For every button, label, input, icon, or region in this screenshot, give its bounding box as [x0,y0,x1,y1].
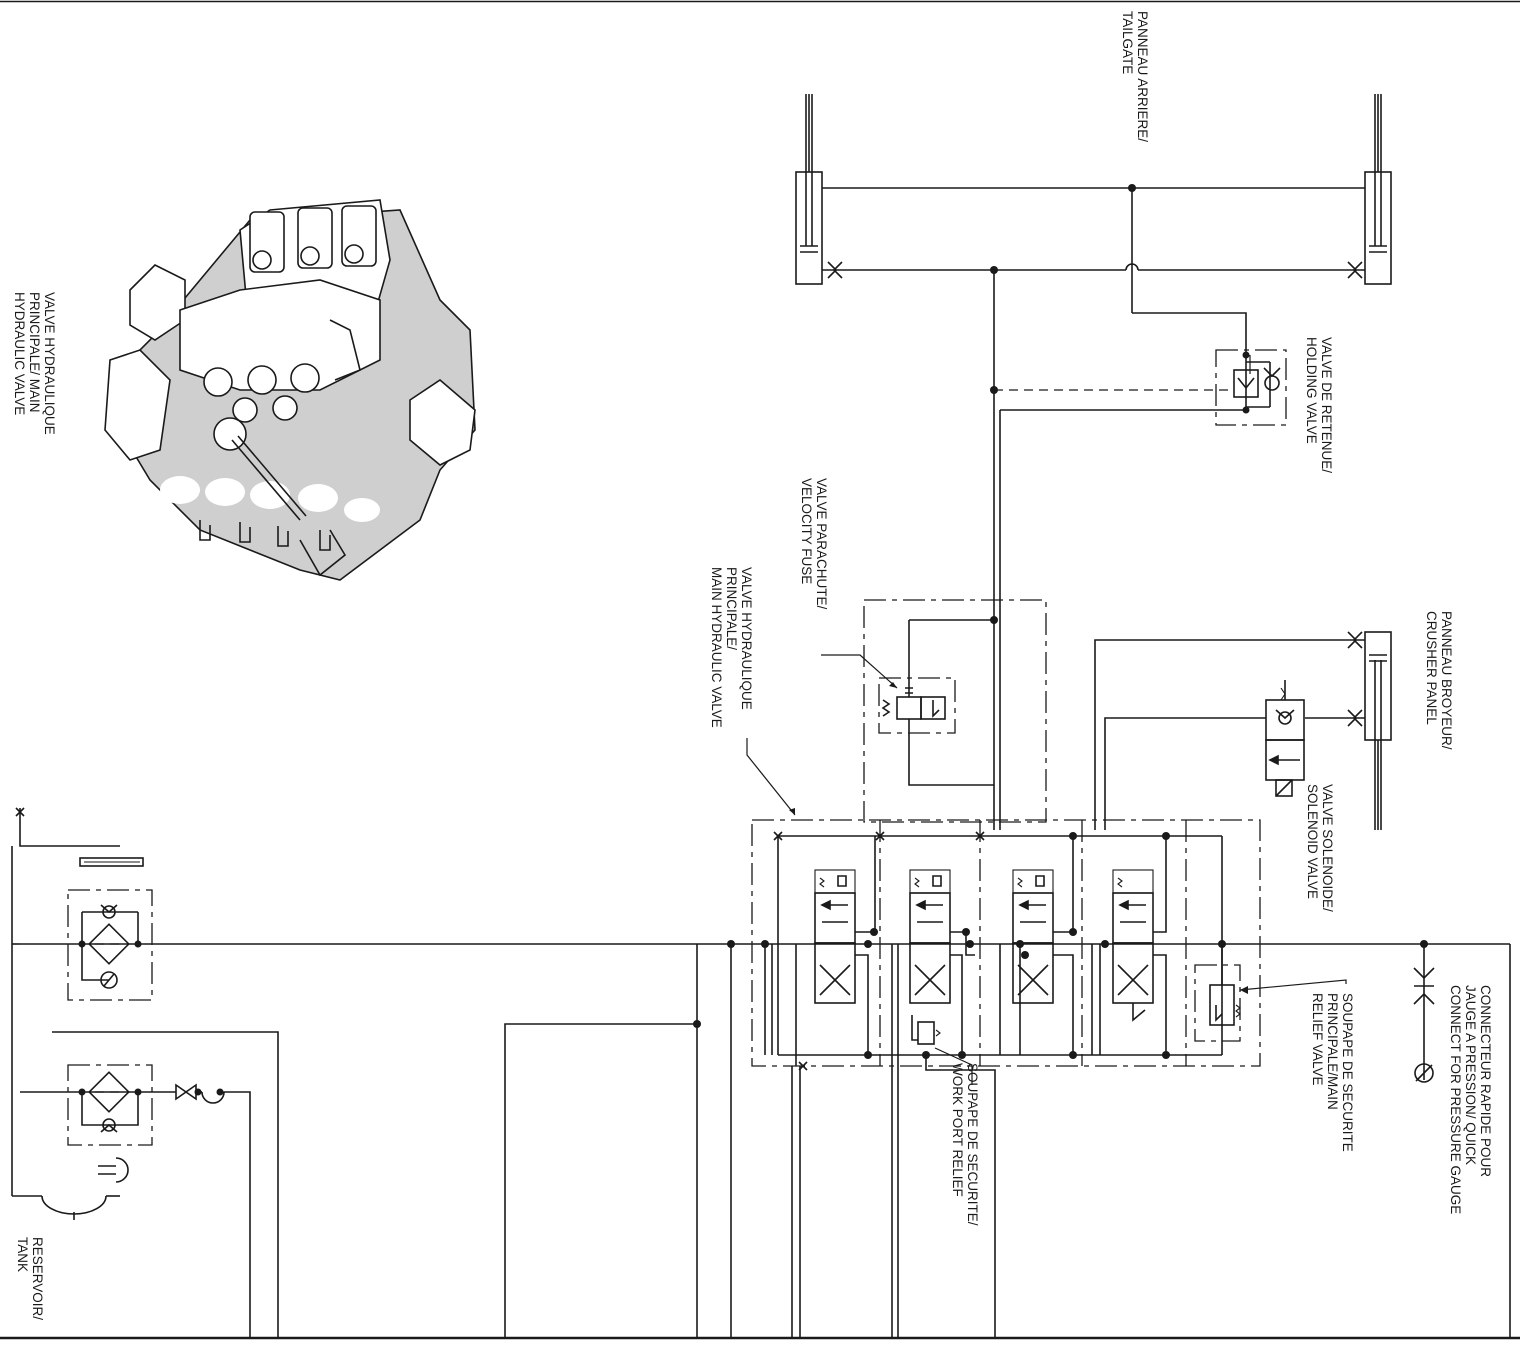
junction-dot [990,616,998,624]
main-relief-label: SOUPAPE DE SECURITE PRINCIPALE/MAIN RELI… [1310,993,1355,1152]
main-valve-picture-label: VALVE HYDRAULIQUE PRINCIPALE/ MAIN HYDRA… [12,292,57,435]
tank-symbol [11,807,279,1338]
tank-label: RESERVOIR/ TANK [15,1237,45,1321]
spool-section-1 [814,869,856,1004]
valve-block-internal-lines [764,836,1167,1066]
tailgate-supply-lines [993,188,1247,830]
spool-section-2 [909,869,951,1004]
pressure-filter-symbol [67,857,153,1001]
tailgate-cylinder-left [795,94,1132,285]
junction-dots-main [693,832,1428,1059]
solenoid-valve-label: VALVE SOLENOIDE/ SOLENOID VALVE [1305,784,1335,912]
quick-connect-label: CONNECTEUR RAPIDE POUR JAUGE A PRESSION/… [1448,985,1493,1215]
work-port-relief-symbol [911,1015,941,1045]
return-lines [504,944,996,1338]
crusher-panel-cylinder [1094,631,1392,830]
tailgate-cylinder-right [1125,94,1392,285]
quick-connect-symbol [1413,944,1435,1083]
velocity-fuse-label: VALVE PARACHUTE/ VELOCITY FUSE [799,478,829,610]
crusher-panel-label: PANNEAU BROYEUR/ CRUSHER PANEL [1424,611,1454,750]
solenoid-valve-symbol [1104,680,1305,830]
junction-dot [990,386,998,394]
main-valve-block [751,819,1261,1071]
main-relief-valve-symbol [1194,944,1241,1042]
main-valve-schematic-label: VALVE HYDRAULIQUE PRINCIPALE/ MAIN HYDRA… [709,567,754,728]
holding-valve-symbol [1215,349,1287,426]
tailgate-label: PANNEAU ARRIERE/ TAILGATE [1120,11,1150,143]
spool-section-3 [1012,869,1054,1004]
holding-valve-label: VALVE DE RETENUE/ HOLDING VALVE [1304,337,1334,474]
return-filter-symbol [20,1064,251,1338]
spool-section-4 [1112,869,1154,1022]
work-port-relief-label: SOUPAPE DE SECURITE/ WORK PORT RELIEF [950,1063,980,1226]
main-valve-illustration [104,199,476,581]
velocity-fuse-symbol [863,599,1047,823]
